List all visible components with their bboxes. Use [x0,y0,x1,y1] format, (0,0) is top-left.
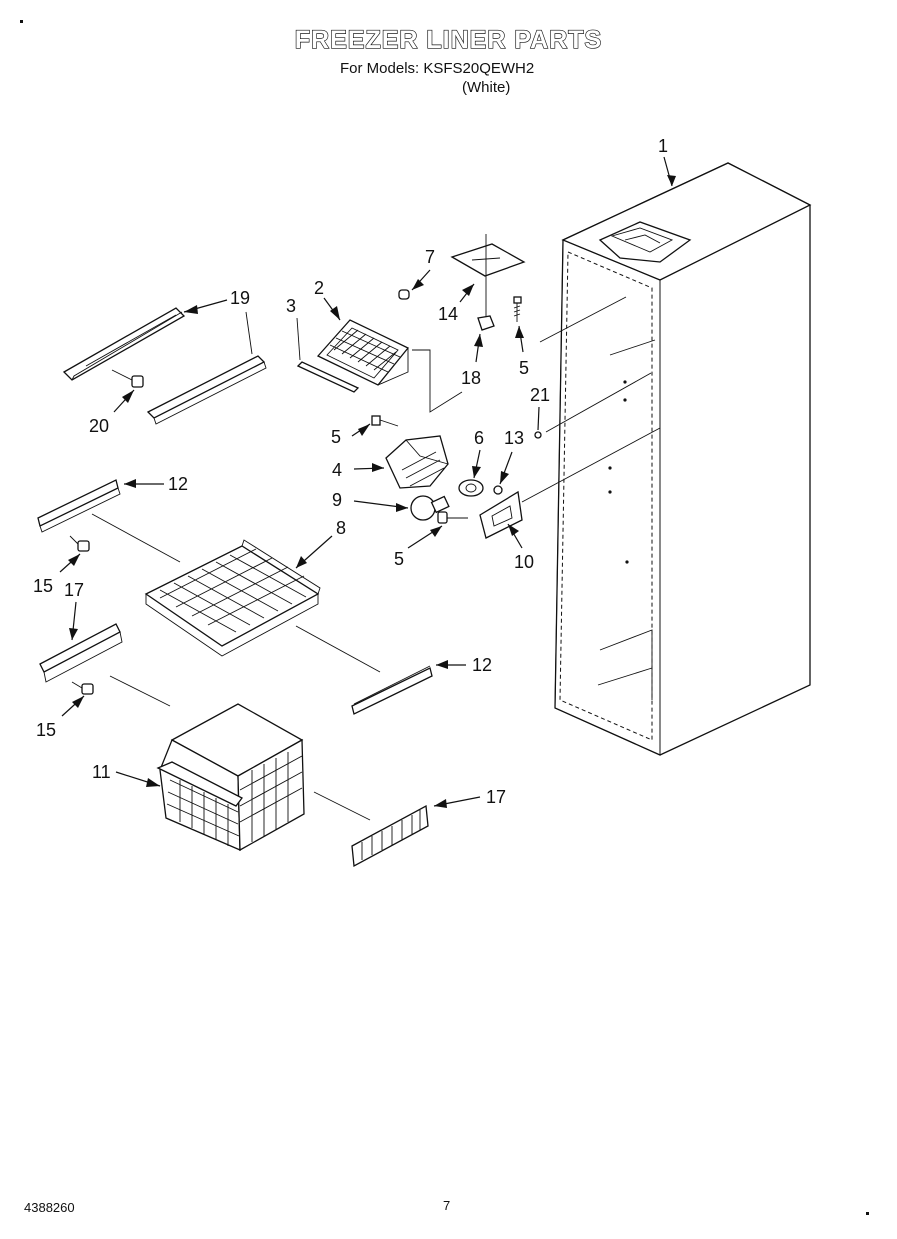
document-number: 4388260 [24,1200,75,1215]
diagram-title: FREEZER LINER PARTS [294,25,603,54]
callout-4: 4 [332,460,342,480]
screw-lower [437,511,468,524]
callout-1: 1 [658,136,668,156]
callout-12-lower: 12 [472,655,492,675]
callout-15-upper: 15 [33,576,53,596]
light-bracket [479,490,523,539]
upper-rail-right [146,355,267,425]
basket-rail-left [39,623,123,683]
callout-3: 3 [286,296,296,316]
rail-screw-left [69,535,90,552]
callout-8: 8 [336,518,346,538]
liner-cabinet [554,162,812,756]
models-line: For Models: KSFS20QEWH2 [340,60,535,77]
callout-17-lower: 17 [486,787,506,807]
wire-basket [156,703,305,852]
shelf-rail-left [37,479,121,533]
light-bulb [410,495,450,521]
screw-middle [371,415,399,427]
callout-6: 6 [474,428,484,448]
callout-17-upper: 17 [64,580,84,600]
rail-screw [111,369,144,388]
mounting-plate [450,234,526,318]
nut-part [477,315,495,331]
light-grille [316,319,410,386]
callout-20: 20 [89,416,109,436]
callout-18: 18 [461,368,481,388]
basket-rail-right [351,804,429,868]
shelf-rail-right [351,665,433,715]
page-number: 7 [443,1198,451,1213]
trim-strip [296,361,360,393]
callout-12-upper: 12 [168,474,188,494]
callout-10: 10 [514,552,534,572]
color-variant: (White) [462,79,511,96]
rail-screw-lower [71,681,94,695]
callout-5-middle: 5 [331,427,341,447]
callout-14: 14 [438,304,458,324]
callout-21: 21 [530,385,550,405]
screw-upper [513,296,522,322]
callout-15-lower: 15 [36,720,56,740]
lamp-socket [458,479,484,497]
callout-11: 11 [92,762,111,782]
clip-part [398,289,410,300]
callout-2: 2 [314,278,324,298]
callout-7: 7 [425,247,435,267]
wire-shelf [144,539,321,657]
upper-rail-left [62,307,186,381]
callout-5-upper: 5 [519,358,529,378]
liner-plug [534,431,542,439]
callout-5-lower: 5 [394,549,404,569]
callout-13: 13 [504,428,524,448]
small-fastener [493,485,503,495]
callout-19: 19 [230,288,250,308]
light-housing [385,435,449,489]
callout-9: 9 [332,490,342,510]
